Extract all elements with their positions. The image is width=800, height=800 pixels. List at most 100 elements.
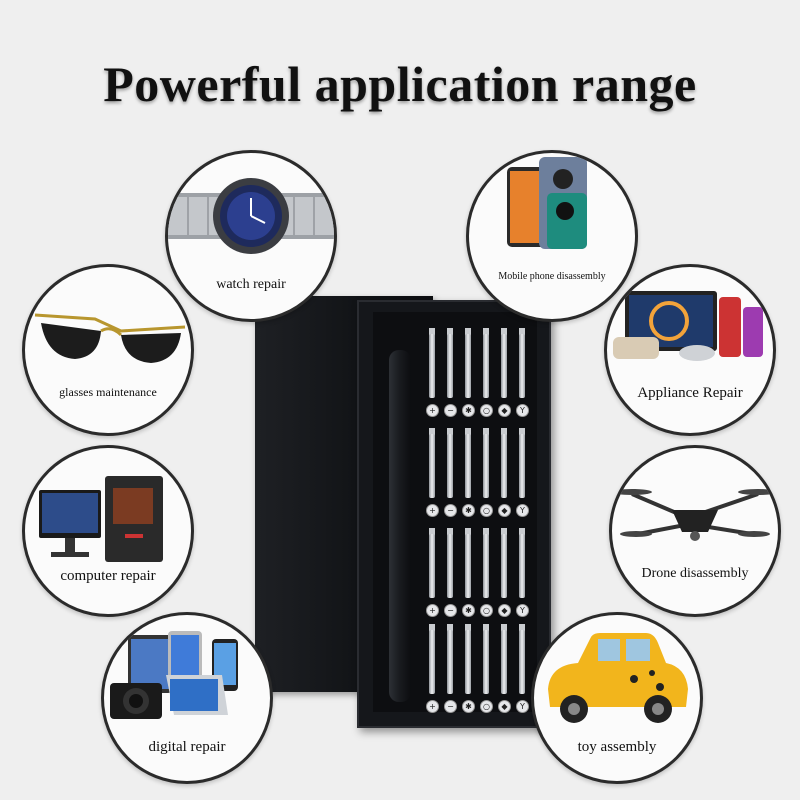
toy-car-icon [548,633,688,723]
bit-tip [429,428,435,436]
screwdriver-bit [447,434,453,498]
watch-repair-label: watch repair [216,277,286,292]
bit-tip [501,428,507,436]
screwdriver-bit [429,630,435,694]
screwdriver-bit [447,334,453,398]
bit-row: +−✱○◆Y [426,326,537,422]
bit-tip [447,428,453,436]
bit-type-marker: Y [516,504,529,517]
screwdriver-bit [465,334,471,398]
bit-tip [483,624,489,632]
bit-tip [447,528,453,536]
mobile-phone-disassembly-label: Mobile phone disassembly [498,271,606,282]
screwdriver-bit [483,534,489,598]
bit-tip [483,328,489,336]
bit-row: +−✱ ○ ◆ Y [426,622,537,718]
drone-disassembly-label: Drone disassembly [641,566,749,581]
bit-tip [465,528,471,536]
bit-tip [429,624,435,632]
bit-type-marker: ◆ [498,504,511,517]
bit-tip [519,328,525,336]
screwdriver-bit [501,630,507,694]
screwdriver-bit [501,334,507,398]
screwdriver-kit-tray: +−✱○◆Y +−✱○◆Y +−✱○◆Y +−✱○◆Y [357,300,551,728]
screwdriver-bit [501,434,507,498]
digital-repair-label: digital repair [148,739,226,755]
toy-assembly-label: toy assembly [577,739,657,755]
tray-insert: +−✱○◆Y +−✱○◆Y +−✱○◆Y +−✱○◆Y [373,312,537,713]
screwdriver-bit [429,334,435,398]
bit-tip [501,328,507,336]
bit-type-marker: + [426,604,439,617]
application-watch-repair: watch repair [165,150,337,322]
smartphone-icon [507,157,587,249]
bit-row: +−✱ ○ ◆ Y [426,526,537,622]
bit-tip [465,328,471,336]
screwdriver-bit [519,434,525,498]
screwdriver-bit [519,630,525,694]
screwdriver-bit [447,534,453,598]
bit-tip [429,528,435,536]
bit-tip [447,328,453,336]
bit-type-marker: + [426,404,439,417]
bit-tip [465,428,471,436]
bit-type-marker: ◆ [498,604,511,617]
application-appliance-repair: Appliance Repair [604,264,776,436]
screwdriver-bit [483,434,489,498]
bit-row: +−✱ ○ ◆ Y [426,426,537,522]
bit-type-marker: − [444,700,457,713]
bit-tip [447,624,453,632]
bit-tip [465,624,471,632]
bit-type-marker: + [426,700,439,713]
application-digital-repair: digital repair [101,612,273,784]
digital-devices-icon [110,631,238,719]
application-glasses-maintenance: glasses maintenance [22,264,194,436]
bit-type-marker: Y [516,604,529,617]
screwdriver-bit [519,334,525,398]
bit-type-marker: ✱ [462,604,475,617]
watch-icon [168,178,334,254]
bit-type-marker: ○ [480,604,493,617]
appliance-repair-label: Appliance Repair [637,385,743,401]
bit-tip [501,528,507,536]
bit-type-marker: ◆ [498,404,511,417]
screwdriver-bit [519,534,525,598]
page-title: Powerful application range [103,56,697,112]
application-computer-repair: computer repair [22,445,194,617]
bit-type-marker: ✱ [462,700,475,713]
bit-type-marker: ✱ [462,404,475,417]
application-toy-assembly: toy assembly [531,612,703,784]
screwdriver-bit [465,630,471,694]
bit-type-marker: Y [516,700,529,713]
computer-repair-label: computer repair [60,568,156,584]
bit-type-marker: + [426,504,439,517]
screwdriver-bit [501,534,507,598]
screwdriver-bit [483,630,489,694]
bit-type-marker: ✱ [462,504,475,517]
appliance-icon [613,291,763,361]
bit-type-marker: ◆ [498,700,511,713]
bit-tip [519,528,525,536]
bit-type-marker: − [444,404,457,417]
bit-tip [519,624,525,632]
bit-tip [519,428,525,436]
screwdriver-handle [389,350,411,702]
bit-type-marker: ○ [480,700,493,713]
sunglasses-icon [34,313,186,363]
glasses-maintenance-label: glasses maintenance [59,385,157,399]
bit-type-marker: − [444,504,457,517]
bit-type-marker: ○ [480,504,493,517]
bit-tip [483,528,489,536]
screwdriver-bit [465,534,471,598]
screwdriver-bit [447,630,453,694]
bit-tip [483,428,489,436]
bit-type-marker: − [444,604,457,617]
screwdriver-bit [465,434,471,498]
screwdriver-bit [483,334,489,398]
application-drone-disassembly: Drone disassembly [609,445,781,617]
bit-tip [429,328,435,336]
screwdriver-bit [429,434,435,498]
drone-icon [612,489,778,541]
bit-type-marker: ○ [480,404,493,417]
application-mobile-phone-disassembly: Mobile phone disassembly [466,150,638,322]
